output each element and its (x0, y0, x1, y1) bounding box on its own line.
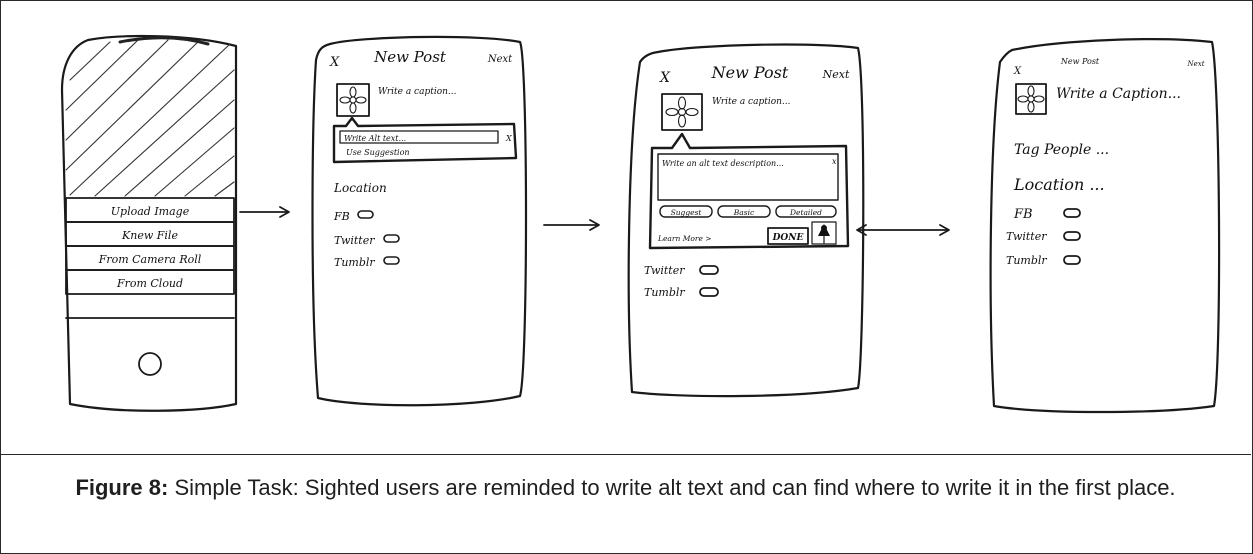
basic-button-label: Basic (733, 208, 755, 217)
accessibility-icon (811, 221, 837, 245)
menu-item-upload-image: Upload Image (111, 205, 190, 218)
alt-text-field (339, 130, 499, 144)
upload-menu (65, 197, 235, 319)
location-label: Location ... (1013, 175, 1105, 194)
close-label: X (1013, 66, 1022, 77)
title-label: New Post (711, 63, 789, 82)
toggle-label-fb: FB (333, 210, 350, 223)
caption-placeholder: Write a caption... (378, 87, 457, 97)
sketch-screen-alt-text-dialog: X New Post Next Write a caption... Write… (627, 43, 865, 398)
done-button-label: DONE (772, 233, 804, 243)
menu-item-knew-file: Knew File (121, 229, 178, 242)
toggle-label-twitter: Twitter (644, 264, 685, 277)
next-label: Next (1186, 60, 1204, 68)
menu-item-cloud: From Cloud (116, 277, 183, 290)
caption-placeholder: Write a caption... (712, 97, 791, 107)
sketch-sequence: Upload Image Knew File From Camera Roll … (60, 34, 1221, 414)
toggle-switch-twitter (383, 234, 400, 243)
title-label: New Post (1060, 57, 1100, 66)
toggle-switch-fb (1063, 208, 1081, 218)
toggle-switch-tumblr (383, 256, 400, 265)
figure-caption: Figure 8: Simple Task: Sighted users are… (40, 470, 1211, 506)
home-button (138, 352, 162, 376)
dialog-close: x (832, 157, 837, 166)
flower-thumbnail (1015, 83, 1047, 115)
arrow-right-icon (239, 206, 290, 218)
toggle-switch-fb (357, 210, 374, 219)
image-placeholder-hatching (65, 39, 235, 197)
popup-use-suggestion: Use Suggestion (346, 148, 410, 157)
menu-item-camera-roll: From Camera Roll (98, 253, 202, 266)
tag-people-label: Tag People ... (1014, 142, 1109, 158)
close-label: X (329, 55, 340, 70)
caption-placeholder: Write a Caption... (1056, 86, 1181, 102)
alt-text-popup (332, 116, 518, 164)
toggle-label-tumblr: Tumblr (644, 286, 685, 299)
toggle-label-tumblr: Tumblr (334, 256, 375, 269)
popup-close: X (505, 134, 512, 143)
popup-alt-text-prompt: Write Alt text... (344, 134, 406, 143)
flower-icon (665, 96, 699, 128)
next-label: Next (822, 68, 850, 81)
title-label: New Post (373, 48, 447, 66)
alt-text-description-field (657, 153, 839, 201)
toggle-label-fb: FB (1013, 207, 1033, 222)
dialog-prompt: Write an alt text description... (662, 159, 784, 168)
phone-outline (627, 43, 865, 398)
suggest-button-label: Suggest (671, 208, 703, 217)
detailed-button-label: Detailed (789, 208, 822, 217)
alt-text-dialog (648, 132, 850, 250)
phone-outline (989, 38, 1221, 414)
figure-label: Figure 8: (75, 475, 169, 500)
sketch-screen-new-post-popup: X New Post Next Write a caption... Write… (311, 35, 528, 407)
detailed-button (775, 205, 837, 218)
flower-thumbnail (661, 93, 703, 131)
learn-more-link: Learn More > (657, 234, 712, 243)
basic-button (717, 205, 771, 218)
flower-icon (339, 86, 367, 114)
done-button (767, 227, 809, 245)
caption-divider (0, 454, 1251, 455)
sketch-screen-upload-menu: Upload Image Knew File From Camera Roll … (60, 34, 238, 412)
toggle-label-tumblr: Tumblr (1006, 254, 1047, 267)
phone-outline (311, 35, 528, 407)
location-label: Location (333, 181, 387, 195)
toggle-switch-tumblr (699, 287, 719, 297)
arrow-right-icon (543, 219, 600, 231)
caption-text: Simple Task: Sighted users are reminded … (174, 475, 1176, 500)
phone-outline (60, 34, 238, 412)
toggle-switch-twitter (1063, 231, 1081, 241)
close-label: X (659, 70, 671, 86)
sketch-screen-new-post-tagging: X New Post Next Write a Caption... Tag P… (989, 38, 1221, 414)
suggest-button (659, 205, 713, 218)
toggle-label-twitter: Twitter (334, 234, 375, 247)
flower-thumbnail (336, 83, 370, 117)
bidirectional-arrow-icon (856, 224, 950, 236)
phone-top-shade (118, 36, 210, 46)
toggle-switch-tumblr (1063, 255, 1081, 265)
next-label: Next (487, 54, 513, 65)
toggle-label-twitter: Twitter (1006, 230, 1047, 243)
toggle-switch-twitter (699, 265, 719, 275)
flower-icon (1017, 85, 1045, 113)
